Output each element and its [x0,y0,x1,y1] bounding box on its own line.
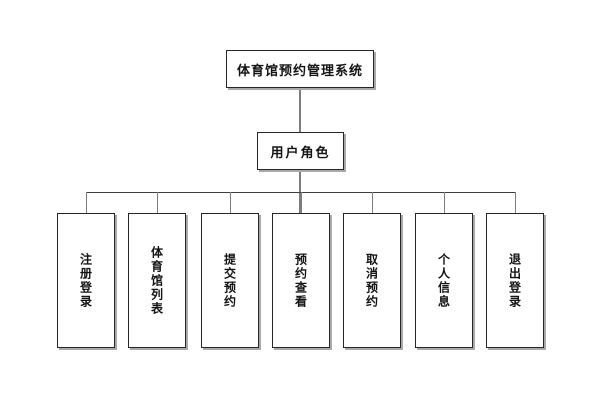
connector-drop [301,192,302,213]
node-user-role: 用户角色 [257,132,344,170]
connector-drop [515,192,516,213]
node-view-reservation: 预约查看 [272,213,330,348]
node-logout: 退出登录 [486,213,544,348]
node-view-reservation-label: 预约查看 [293,252,308,309]
connector-drop [444,192,445,213]
node-register-login: 注册登录 [57,213,115,348]
connector-role-to-rail [299,170,301,213]
node-cancel-reservation-label: 取消预约 [364,252,379,309]
node-system-root: 体育馆预约管理系统 [226,50,374,88]
connector-drop [372,192,373,213]
connector-drop [230,192,231,213]
node-register-login-label: 注册登录 [78,252,93,309]
node-gym-list: 体育馆列表 [128,213,186,348]
connector-drop [86,192,87,213]
connector-root-to-role [299,88,301,132]
node-logout-label: 退出登录 [507,252,522,309]
node-gym-list-label: 体育馆列表 [149,245,164,316]
node-submit-reservation: 提交预约 [201,213,259,348]
node-cancel-reservation: 取消预约 [343,213,401,348]
node-personal-info-label: 个人信息 [436,252,451,309]
node-user-role-label: 用户角色 [270,144,331,160]
node-personal-info: 个人信息 [415,213,473,348]
connector-drop [157,192,158,213]
node-submit-reservation-label: 提交预约 [222,252,237,309]
node-system-root-label: 体育馆预约管理系统 [236,62,363,78]
